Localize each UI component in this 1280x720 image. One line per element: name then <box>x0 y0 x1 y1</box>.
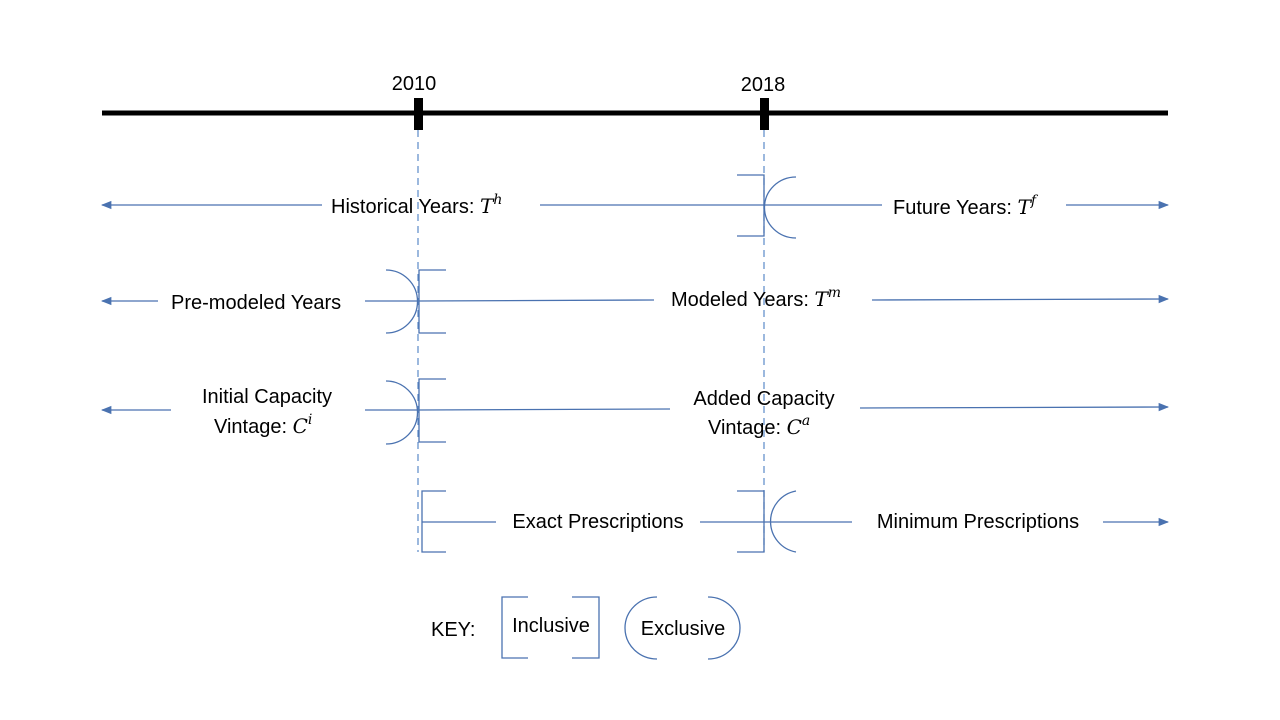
key-inclusive-bracket-right <box>572 596 600 659</box>
year-2018-label: 2018 <box>741 74 786 96</box>
key-exclusive-arc-left <box>624 596 658 660</box>
year-2010-label: 2010 <box>392 73 437 95</box>
key-inclusive-bracket-left <box>501 596 528 659</box>
added-capacity-arrow <box>859 402 1170 412</box>
future-years-label: Future Years: Tf <box>893 193 1039 219</box>
added-capacity-inclusive-bracket <box>418 378 446 443</box>
tick-2010 <box>414 98 423 130</box>
initial-capacity-exclusive-arc <box>385 380 419 445</box>
initial-capacity-label-line2: Vintage: Ci <box>214 412 312 438</box>
added-capacity-line-left <box>418 408 671 411</box>
modeled-inclusive-bracket <box>418 269 446 334</box>
future-exclusive-arc <box>763 176 797 239</box>
key-title: KEY: <box>431 619 475 641</box>
tick-2018 <box>760 98 769 130</box>
key-inclusive-label: Inclusive <box>512 615 590 637</box>
premodeled-exclusive-arc <box>385 269 419 334</box>
premodeled-years-label: Pre-modeled Years <box>171 292 341 314</box>
exact-prescriptions-label: Exact Prescriptions <box>512 511 683 533</box>
modeled-arrow <box>871 294 1170 304</box>
initial-capacity-label-line1: Initial Capacity <box>202 386 332 408</box>
modeled-line-left <box>418 299 655 302</box>
added-capacity-label-line1: Added Capacity <box>693 388 834 410</box>
historical-years-label: Historical Years: Th <box>331 192 502 218</box>
key-exclusive-arc-right <box>707 596 741 660</box>
added-capacity-label-line2: Vintage: Ca <box>708 413 810 439</box>
modeled-years-label: Modeled Years: Tm <box>671 285 841 311</box>
minimum-prescriptions-label: Minimum Prescriptions <box>877 511 1079 533</box>
key-exclusive-label: Exclusive <box>641 618 725 640</box>
